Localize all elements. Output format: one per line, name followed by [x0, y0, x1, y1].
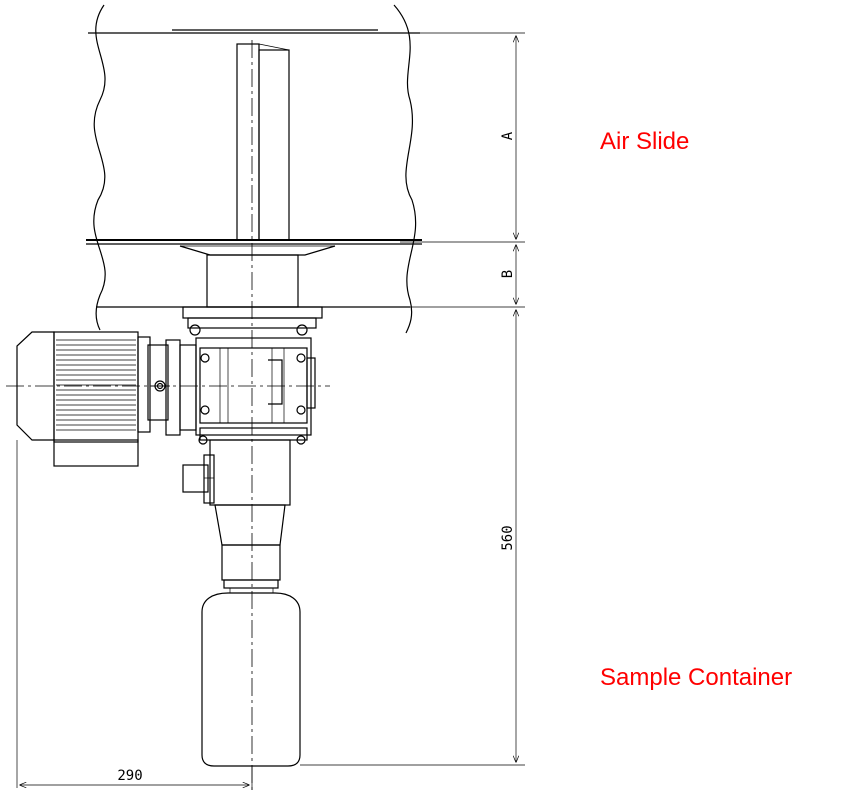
- gearbox: [195, 337, 316, 445]
- neck: [182, 254, 323, 336]
- slide-plate: [236, 43, 290, 241]
- sampler-tube: [209, 439, 291, 593]
- dimension-lines: [16, 32, 525, 790]
- dimension-width-label: 290: [117, 768, 142, 784]
- sample-bottle: [201, 592, 301, 767]
- dimension-b-label: B: [500, 270, 516, 278]
- air-slide-label: Air Slide: [600, 128, 690, 155]
- dimension-a-label: A: [500, 131, 516, 140]
- valve: [182, 454, 215, 504]
- motor: [16, 331, 151, 467]
- dimension-height-label: 560: [500, 525, 516, 550]
- coupling: [147, 339, 197, 436]
- sample-container-label: Sample Container: [600, 664, 793, 691]
- air-slide-duct: [86, 4, 422, 334]
